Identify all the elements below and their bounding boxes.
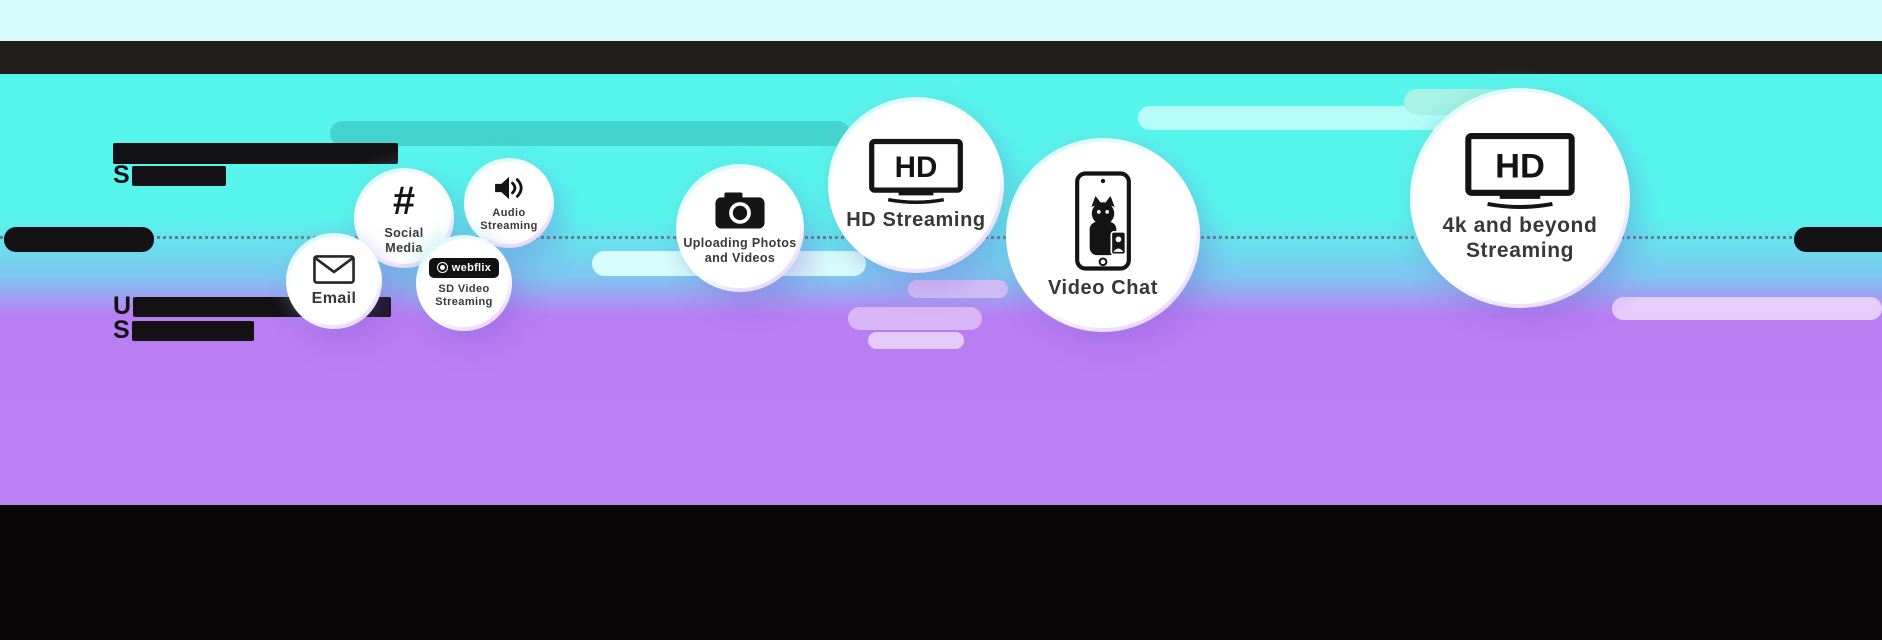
redacted-right-edge-bar xyxy=(1794,227,1882,252)
uploading-label-line1: Uploading Photos xyxy=(683,236,797,251)
email-bubble-body: Email xyxy=(290,237,378,325)
redacted-heading-line-1 xyxy=(113,143,398,164)
audio-streaming-label-line1: Audio xyxy=(492,206,526,219)
4k-streaming-bubble-body: HD 4k and beyond Streaming xyxy=(1414,92,1626,304)
webflix-dot-icon xyxy=(436,262,448,274)
speed-pill-lavender-2 xyxy=(868,332,964,349)
speed-pill-lavender-right xyxy=(1612,297,1882,320)
social-media-label-line2: Media xyxy=(385,240,423,255)
hd-tv-icon-text: HD xyxy=(895,151,938,184)
audio-streaming-bubble-body: Audio Streaming xyxy=(468,162,550,244)
speed-pill-lavender-1 xyxy=(848,307,982,330)
4k-label-line2: Streaming xyxy=(1465,239,1575,262)
4k-label-line1: 4k and beyond xyxy=(1442,214,1598,238)
video-chat-label: Video Chat xyxy=(1047,276,1159,299)
hd-streaming-bubble: HD HD Streaming xyxy=(828,97,1004,273)
sd-video-streaming-bubble-body: webflix SD Video Streaming xyxy=(420,239,508,327)
redacted-partial-letter: S xyxy=(113,316,130,344)
sd-video-streaming-bubble: webflix SD Video Streaming xyxy=(416,235,512,331)
speaker-icon xyxy=(495,176,523,199)
audio-streaming-label-line2: Streaming xyxy=(480,219,538,232)
sd-video-label-line1: SD Video xyxy=(438,282,490,295)
webflix-logo-text: webflix xyxy=(451,261,492,274)
redacted-partial-letter: U xyxy=(113,292,132,320)
uploading-photos-bubble-body: Uploading Photos and Videos xyxy=(680,168,800,288)
4k-tv-icon-text: HD xyxy=(1495,148,1545,186)
redacted-left-edge-bar xyxy=(4,227,154,252)
video-chat-bubble: Video Chat xyxy=(1006,138,1200,332)
email-label: Email xyxy=(311,289,357,307)
bottom-black-bar xyxy=(0,505,1882,640)
redaction-bar xyxy=(131,165,226,186)
hashtag-icon: # xyxy=(392,178,416,223)
redacted-heading-line-2: S xyxy=(113,161,226,189)
redacted-heading-line-4: S xyxy=(113,316,254,344)
redaction-bar xyxy=(131,320,254,341)
envelope-icon xyxy=(313,254,355,284)
video-chat-bubble-body: Video Chat xyxy=(1010,142,1196,328)
speed-pill-lavender-small xyxy=(908,280,1008,298)
speed-pill-teal xyxy=(330,121,850,146)
audio-streaming-bubble: Audio Streaming xyxy=(464,158,554,248)
top-black-bar xyxy=(0,41,1882,74)
camera-icon xyxy=(715,192,765,229)
sd-video-label-line2: Streaming xyxy=(435,295,493,308)
uploading-label-line2: and Videos xyxy=(704,251,776,265)
redacted-partial-letter: S xyxy=(113,161,130,189)
email-bubble: Email xyxy=(286,233,382,329)
hd-streaming-bubble-body: HD HD Streaming xyxy=(832,101,1000,269)
top-strip xyxy=(0,0,1882,41)
uploading-photos-bubble: Uploading Photos and Videos xyxy=(676,164,804,292)
video-chat-phone-icon xyxy=(1075,171,1131,271)
hd-tv-icon: HD xyxy=(869,138,963,204)
webflix-logo: webflix xyxy=(428,257,500,278)
4k-streaming-bubble: HD 4k and beyond Streaming xyxy=(1410,88,1630,308)
social-media-label-line1: Social xyxy=(384,225,424,240)
hd-streaming-label: HD Streaming xyxy=(846,208,986,231)
4k-tv-icon: HD xyxy=(1465,133,1575,210)
